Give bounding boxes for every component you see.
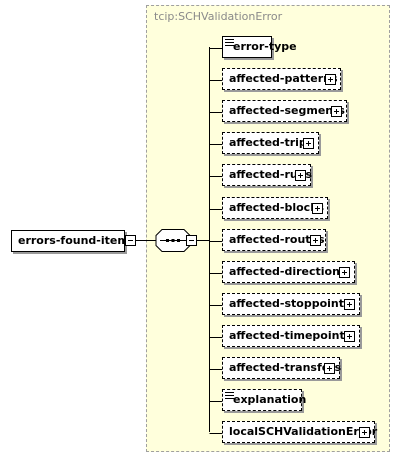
root-element-label: errors-found-item [18,234,129,247]
complex-type-label: tcip:SCHValidationError [154,10,283,23]
child-element-affected-blocks[interactable]: affected-blocks [222,197,328,219]
child-element-label: explanation [233,393,307,406]
child-element-label: affected-routes [229,233,325,246]
expand-icon[interactable] [312,203,323,214]
expand-icon[interactable] [325,74,336,85]
child-element-label: affected-directions [229,265,347,278]
child-element-label: affected-segments [229,104,345,117]
child-element-error-type[interactable]: error-type [222,36,297,58]
expand-icon[interactable] [344,299,355,310]
child-element-label: affected-trips [229,136,314,149]
expand-icon[interactable] [344,331,355,342]
child-element-label: affected-blocks [229,201,325,214]
documentation-icon [225,39,234,48]
child-element-label: error-type [233,40,297,53]
child-element-affected-segments[interactable]: affected-segments [222,100,347,122]
expand-icon[interactable] [295,170,306,181]
child-element-label: affected-patterns [229,72,338,85]
expand-icon[interactable] [324,363,335,374]
root-element-errors-found-item[interactable]: errors-found-item [11,230,129,252]
expand-icon[interactable] [359,427,370,438]
child-element-affected-runs[interactable]: affected-runs [222,164,313,186]
collapse-toggle-root[interactable] [125,235,136,246]
child-element-label: localSCHValidationError [229,425,378,438]
expand-icon[interactable] [339,267,350,278]
child-element-affected-timepoints[interactable]: affected-timepoints [222,325,360,347]
child-element-label: affected-transfers [229,361,342,374]
collapse-toggle-sequence[interactable] [186,235,197,246]
child-element-affected-routes[interactable]: affected-routes [222,229,326,251]
child-element-label: affected-timepoints [229,329,352,342]
child-element-affected-stoppoints[interactable]: affected-stoppoints [222,293,360,315]
sequence-dots [160,239,186,242]
child-element-label: affected-runs [229,168,313,181]
child-element-affected-transfers[interactable]: affected-transfers [222,357,342,379]
documentation-icon [225,392,234,401]
expand-icon[interactable] [303,138,314,149]
child-element-affected-patterns[interactable]: affected-patterns [222,68,341,90]
expand-icon[interactable] [310,235,321,246]
child-element-affected-trips[interactable]: affected-trips [222,132,319,154]
expand-icon[interactable] [331,106,342,117]
child-element-explanation[interactable]: explanation [222,389,306,411]
child-element-label: affected-stoppoints [229,297,351,310]
child-element-affected-directions[interactable]: affected-directions [222,261,355,283]
child-element-localschvalidationerror[interactable]: localSCHValidationError [222,421,378,443]
